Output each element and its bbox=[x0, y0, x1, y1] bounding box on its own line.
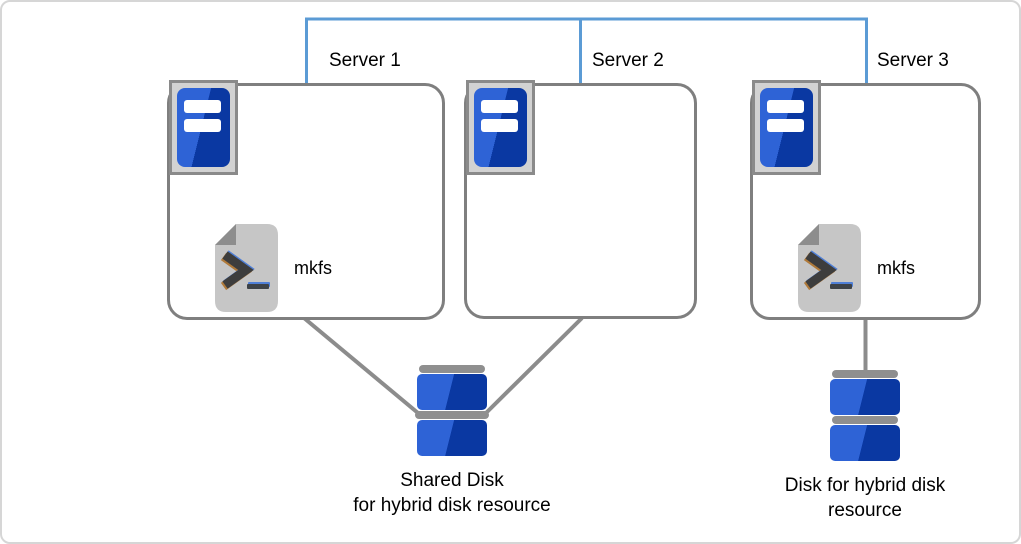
hybrid-disk-label-line1: Disk for hybrid disk bbox=[784, 475, 946, 496]
server1-shared-disk-line bbox=[302, 316, 420, 415]
server1-box: mkfs bbox=[167, 80, 445, 320]
disk-cap bbox=[832, 370, 898, 378]
hybrid-disk-label-line2: resource bbox=[828, 500, 902, 521]
mkfs-label: mkfs bbox=[294, 258, 332, 278]
server3-box: mkfs bbox=[750, 80, 981, 320]
terminal-script-icon bbox=[215, 224, 278, 312]
terminal-script-icon bbox=[798, 224, 861, 312]
mkfs-label: mkfs bbox=[877, 258, 915, 278]
disk-segment bbox=[830, 425, 900, 461]
disk-cap bbox=[415, 411, 489, 419]
disk-segment bbox=[830, 379, 900, 415]
shared-disk-icon bbox=[414, 365, 490, 457]
server-slot bbox=[184, 119, 221, 132]
server-tower-icon bbox=[466, 80, 535, 175]
server-tower-body bbox=[760, 88, 813, 167]
server-tower-body bbox=[474, 88, 527, 167]
hybrid-disk-icon bbox=[829, 370, 901, 462]
server-slot bbox=[481, 100, 518, 113]
shared-disk-label: Shared Disk for hybrid disk resource bbox=[332, 468, 572, 518]
mkfs-group: mkfs bbox=[798, 224, 915, 312]
server-slot bbox=[767, 119, 804, 132]
server-tower-body bbox=[177, 88, 230, 167]
server-tower-icon bbox=[169, 80, 238, 175]
disk-segment bbox=[417, 374, 487, 410]
disk-segment bbox=[417, 420, 487, 456]
server-slot bbox=[481, 119, 518, 132]
server2-label: Server 2 bbox=[592, 50, 664, 71]
server1-label: Server 1 bbox=[329, 50, 401, 71]
shared-disk-label-line1: Shared Disk bbox=[400, 470, 504, 491]
server2-box bbox=[464, 80, 697, 319]
server-slot bbox=[184, 100, 221, 113]
shared-disk-label-line2: for hybrid disk resource bbox=[353, 495, 551, 516]
disk-cap bbox=[419, 365, 485, 373]
hybrid-disk-label: Disk for hybrid disk resource bbox=[745, 473, 985, 523]
server-slot bbox=[767, 100, 804, 113]
mkfs-group: mkfs bbox=[215, 224, 332, 312]
interconnect-line bbox=[305, 17, 868, 83]
disk-cap bbox=[832, 416, 898, 424]
server3-label: Server 3 bbox=[877, 50, 949, 71]
server-tower-icon bbox=[752, 80, 821, 175]
server2-shared-disk-line bbox=[484, 316, 584, 415]
